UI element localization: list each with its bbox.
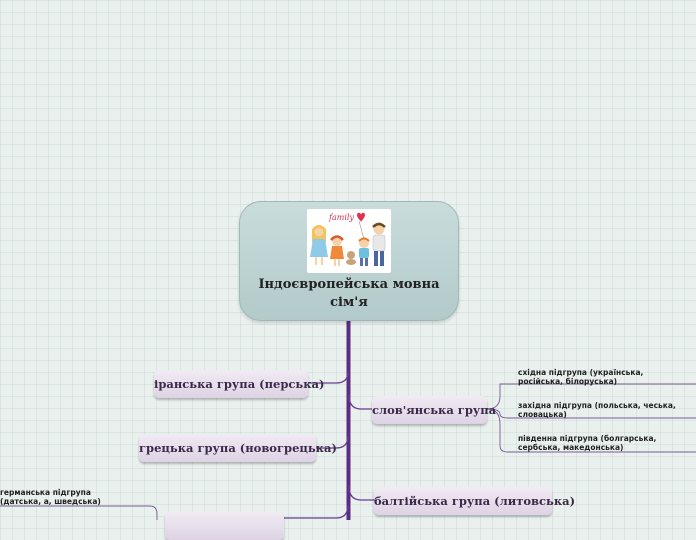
branch-baltic-group[interactable]: балтійська група (литовська) <box>374 487 575 515</box>
branch-iranian-group[interactable]: іранська група (перська) <box>154 370 324 398</box>
subgroup-eastern[interactable]: східна підгрупа (українська, російська, … <box>518 368 644 386</box>
central-title: Індоєвропейська мовна сім'я <box>258 277 440 310</box>
connector-lines <box>0 319 696 520</box>
branch-slavic-group[interactable]: слов'янська група <box>372 396 496 424</box>
family-clipart-icon: family <box>307 209 391 273</box>
branch-germanic-group[interactable] <box>165 512 284 540</box>
central-topic[interactable]: family І <box>239 201 459 321</box>
branch-greek-group[interactable]: грецька група (новогрецька) <box>139 434 337 462</box>
subgroup-western[interactable]: західна підгрупа (польська, чеська, слов… <box>518 401 676 419</box>
image-caption: family <box>328 213 354 222</box>
subgroup-southern[interactable]: південна підгрупа (болгарська, сербська,… <box>518 434 657 452</box>
subgroup-germanic-north[interactable]: германська підгрупа (датська, а, шведськ… <box>0 488 101 506</box>
